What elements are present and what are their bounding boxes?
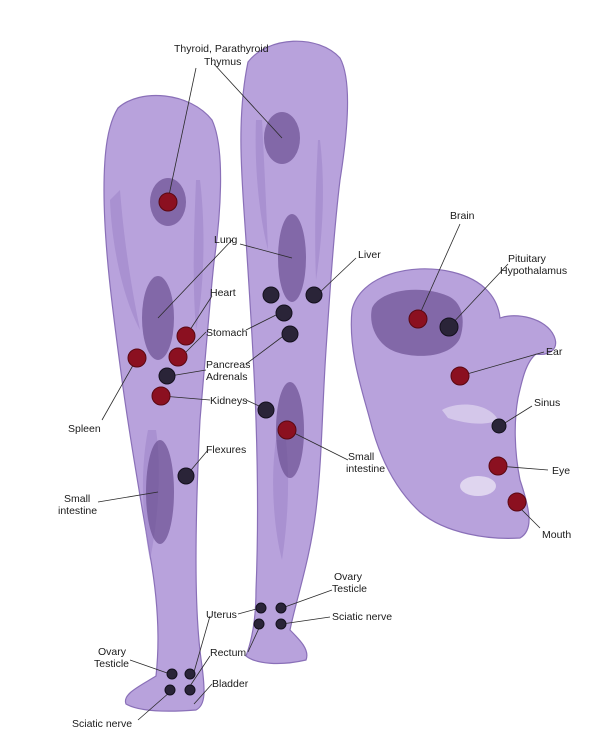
heart-point <box>176 326 196 346</box>
label-small-intestine-right-1: Small <box>348 451 374 463</box>
liver-point <box>305 286 323 304</box>
label-sinus: Sinus <box>534 397 560 409</box>
label-hypothalamus: Hypothalamus <box>500 265 567 277</box>
right-ankle-point-1 <box>255 602 267 614</box>
label-small-intestine-right-2: intestine <box>346 463 385 475</box>
label-sciatic-right: Sciatic nerve <box>332 611 392 623</box>
label-thymus: Thymus <box>204 56 241 68</box>
mouth-point <box>507 492 527 512</box>
left-ankle-point-3 <box>164 684 176 696</box>
label-eye: Eye <box>552 465 570 477</box>
label-pituitary: Pituitary <box>508 253 547 265</box>
label-stomach: Stomach <box>206 327 248 339</box>
pancreas-point <box>158 367 176 385</box>
right-ankle-point-2 <box>275 602 287 614</box>
label-spleen: Spleen <box>68 423 101 435</box>
left-ankle-point-2 <box>184 668 196 680</box>
ear-point <box>450 366 470 386</box>
label-testicle-left: Testicle <box>94 658 129 670</box>
left-intestine-zone <box>146 440 174 544</box>
label-bladder: Bladder <box>212 678 249 690</box>
label-mouth: Mouth <box>542 529 571 541</box>
eye-point <box>488 456 508 476</box>
right-ankle-point-4 <box>275 618 287 630</box>
spleen-point <box>127 348 147 368</box>
lung-point-right <box>262 286 280 304</box>
stomach-point-right <box>275 304 293 322</box>
stomach-point <box>168 347 188 367</box>
label-brain: Brain <box>450 210 475 222</box>
thyroid-point <box>158 192 178 212</box>
flexures-point-right <box>257 401 275 419</box>
label-adrenals: Adrenals <box>206 371 247 383</box>
label-pancreas: Pancreas <box>206 359 250 371</box>
sinus-point <box>491 418 507 434</box>
small-intestine-point <box>277 420 297 440</box>
label-lung: Lung <box>214 234 238 246</box>
label-ovary-right: Ovary <box>334 571 363 583</box>
label-ear: Ear <box>546 346 563 358</box>
kidneys-point-left <box>151 386 171 406</box>
label-kidneys: Kidneys <box>210 395 247 407</box>
labels: Thyroid, Parathyroid Thymus Lung Liver H… <box>58 43 571 730</box>
brain-point <box>408 309 428 329</box>
kidney-point-right <box>281 325 299 343</box>
label-small-intestine-left-2: intestine <box>58 505 97 517</box>
label-flexures: Flexures <box>206 444 246 456</box>
leader-lines <box>97 63 549 721</box>
label-thyroid: Thyroid, Parathyroid <box>174 43 269 55</box>
label-small-intestine-left-1: Small <box>64 493 90 505</box>
label-rectum: Rectum <box>210 647 246 659</box>
label-testicle-right: Testicle <box>332 583 367 595</box>
pituitary-point <box>439 317 459 337</box>
left-ankle-point-1 <box>166 668 178 680</box>
flexures-point-left <box>177 467 195 485</box>
label-ovary-left: Ovary <box>98 646 127 658</box>
label-liver: Liver <box>358 249 381 261</box>
label-uterus: Uterus <box>206 609 237 621</box>
left-ankle-point-4 <box>184 684 196 696</box>
label-heart: Heart <box>210 287 236 299</box>
right-ankle-point-3 <box>253 618 265 630</box>
label-sciatic-left: Sciatic nerve <box>72 718 132 730</box>
reflex-points <box>127 192 527 696</box>
right-leg <box>240 40 349 665</box>
